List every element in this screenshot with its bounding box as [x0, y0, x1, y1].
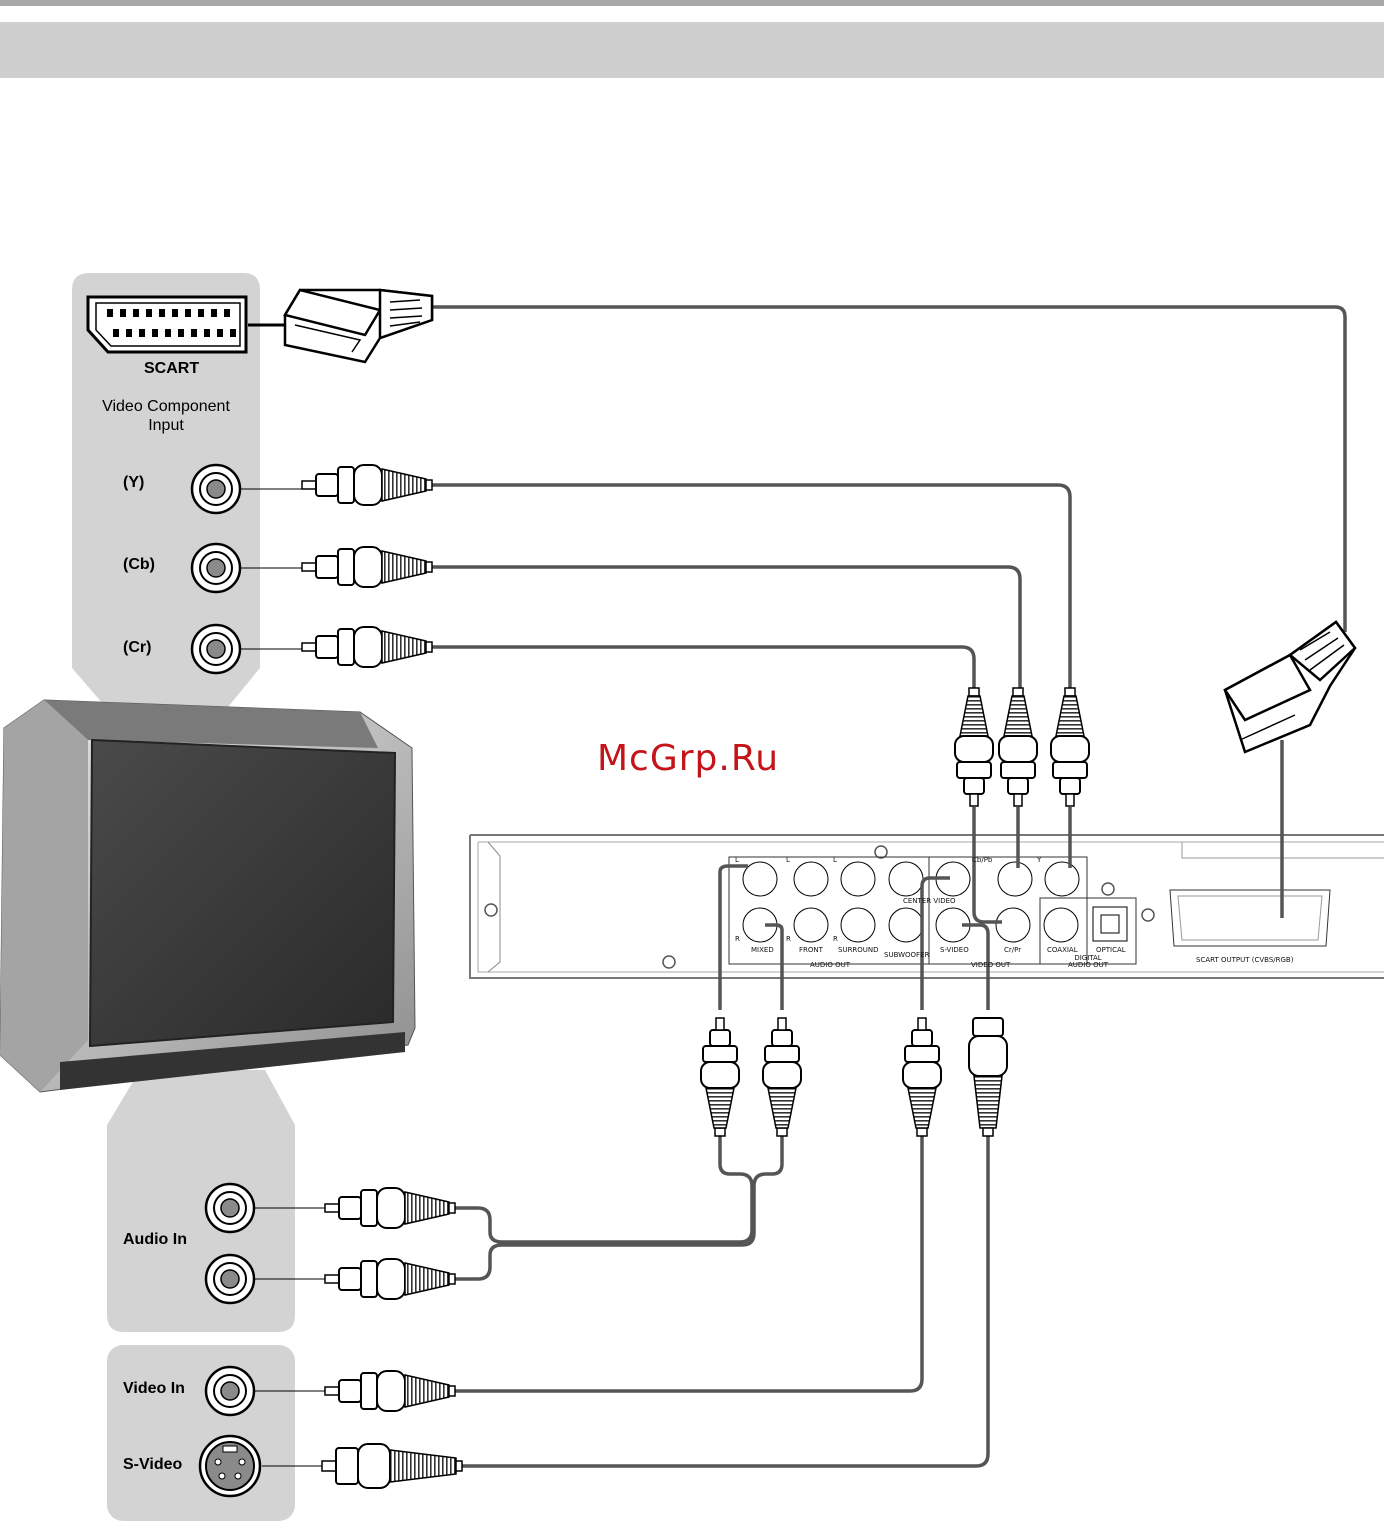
top-rule: [0, 0, 1384, 6]
digital-audio-out-label: DIGITAL AUDIO OUT: [1068, 955, 1108, 969]
s-video-label: S-Video: [123, 1456, 182, 1474]
scart-plug-tv-end: [285, 290, 432, 362]
s-video-out-label: S-VIDEO: [940, 946, 969, 954]
audio-in-label: Audio In: [123, 1231, 187, 1249]
video-cable: [455, 1136, 922, 1391]
panel-label-l2: L: [786, 856, 790, 864]
watermark: McGrp.Ru: [597, 738, 779, 779]
panel-label-r1: R: [735, 935, 740, 943]
surround-label: SURROUND: [838, 946, 879, 954]
header-bar: [0, 22, 1384, 78]
cr-pr-label: Cr/Pr: [1004, 946, 1021, 954]
scart-plug-player-end: [1225, 622, 1355, 752]
panel-label-l3: L: [833, 856, 837, 864]
scart-cable: [432, 307, 1345, 632]
component-input-heading: Video Component Input: [80, 397, 252, 435]
tv-video-input-panel: [107, 1345, 295, 1521]
cr-input-label: (Cr): [123, 639, 151, 657]
scart-output-label: SCART OUTPUT (CVBS/RGB): [1196, 956, 1293, 964]
tv-audio-input-panel: [107, 1070, 295, 1332]
panel-label-l1: L: [735, 856, 739, 864]
audio-cable-left: [455, 1136, 752, 1242]
panel-label-r3: R: [833, 935, 838, 943]
optical-label: OPTICAL: [1096, 946, 1126, 954]
panel-label-r2: R: [786, 935, 791, 943]
center-video-label: CENTER VIDEO: [903, 897, 956, 905]
y-out-label: Y: [1037, 856, 1041, 864]
television: [0, 700, 415, 1092]
audio-out-label: AUDIO OUT: [810, 961, 850, 969]
svideo-cable: [462, 1136, 988, 1466]
y-input-label: (Y): [123, 474, 144, 492]
scart-label: SCART: [144, 360, 199, 378]
video-out-label: VIDEO OUT: [971, 961, 1010, 969]
cr-cable: [432, 647, 974, 688]
coaxial-label: COAXIAL: [1047, 946, 1078, 954]
cb-cable: [432, 567, 1020, 688]
subwoofer-label: SUBWOOFER: [884, 951, 929, 959]
cables: [432, 307, 1345, 1466]
scart-socket: [88, 297, 246, 352]
video-in-label: Video In: [123, 1380, 185, 1398]
cb-input-label: (Cb): [123, 556, 155, 574]
audio-cable-right: [455, 1136, 782, 1279]
mixed-label: MIXED: [751, 946, 774, 954]
front-label: FRONT: [799, 946, 823, 954]
cb-pb-label: Cb/Pb: [972, 856, 992, 864]
